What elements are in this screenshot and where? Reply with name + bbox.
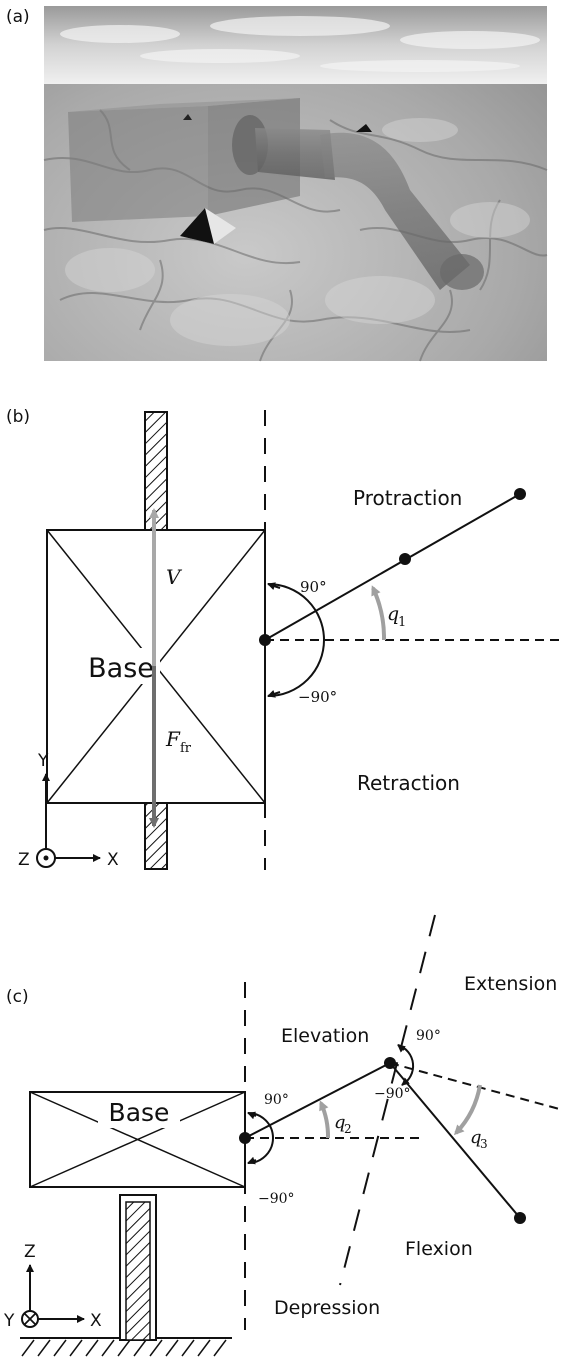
coordinate-axes-c bbox=[21, 1264, 85, 1328]
flexion-label: Flexion bbox=[405, 1238, 473, 1260]
q3-arc bbox=[453, 1084, 482, 1136]
support-post-hatch bbox=[125, 1201, 151, 1341]
base-label-b: Base bbox=[88, 653, 154, 684]
render-limb bbox=[232, 115, 484, 290]
elbow-joint-c bbox=[384, 1057, 396, 1069]
depression-label: Depression bbox=[274, 1297, 380, 1319]
q3-subscript: 3 bbox=[480, 1137, 488, 1151]
q3-label: q bbox=[470, 1127, 482, 1148]
forearm-segment-c bbox=[389, 1062, 521, 1219]
render-plates bbox=[65, 118, 530, 346]
q2-subscript: 2 bbox=[344, 1122, 352, 1136]
friction-subscript: fr bbox=[180, 741, 192, 756]
shoulder-arc-arrow-down bbox=[247, 1156, 257, 1165]
axis-z-label-b: Z bbox=[18, 850, 30, 870]
elbow-angle-pos: 90° bbox=[416, 1028, 441, 1044]
retraction-label: Retraction bbox=[357, 771, 460, 795]
arc-arrow-down-b bbox=[267, 689, 281, 698]
render-clouds bbox=[60, 16, 540, 72]
limb-tip-c bbox=[514, 1212, 526, 1224]
q1-label: q bbox=[387, 603, 399, 625]
extension-label: Extension bbox=[464, 973, 557, 995]
mid-joint-b bbox=[399, 553, 411, 565]
limb-tip-b bbox=[514, 488, 526, 500]
protraction-label: Protraction bbox=[353, 486, 462, 510]
reference-line-slanted-c bbox=[339, 914, 436, 1286]
base-label-c: Base bbox=[109, 1098, 170, 1127]
elbow-arc-arrow-down bbox=[401, 1077, 410, 1086]
joint-range-arc-b bbox=[267, 583, 325, 697]
axis-y-label-c: Y bbox=[3, 1311, 15, 1331]
q2-arc bbox=[319, 1100, 331, 1139]
shoulder-joint-b bbox=[259, 634, 271, 646]
axis-x-label-c: X bbox=[90, 1311, 102, 1331]
base-label-bg bbox=[82, 648, 160, 684]
velocity-label: V bbox=[166, 565, 183, 589]
panel-c-label: (c) bbox=[6, 987, 29, 1007]
elbow-range-arc bbox=[397, 1044, 415, 1086]
axis-z-label-c: Z bbox=[24, 1242, 36, 1262]
angle-neg-label-b: −90° bbox=[298, 688, 337, 706]
shoulder-range-arc bbox=[247, 1112, 274, 1164]
angle-pos-label-b: 90° bbox=[300, 578, 327, 596]
shoulder-angle-neg: −90° bbox=[258, 1191, 295, 1207]
panel-a-render bbox=[43, 6, 548, 362]
elbow-angle-neg: −90° bbox=[374, 1086, 411, 1102]
limb-segment-b bbox=[264, 493, 521, 641]
base-label-bg-c bbox=[98, 1096, 180, 1128]
axis-x-label-b: X bbox=[107, 850, 119, 870]
arc-arrow-up-b bbox=[267, 582, 281, 591]
shoulder-arc-arrow-up bbox=[247, 1111, 257, 1120]
coordinate-axes-b bbox=[36, 773, 101, 868]
panel-a-label: (a) bbox=[6, 7, 30, 27]
q2-label: q bbox=[334, 1112, 346, 1133]
upper-arm-segment-c bbox=[244, 1062, 391, 1139]
render-markers bbox=[180, 114, 372, 244]
q1-subscript: 1 bbox=[398, 615, 406, 630]
elevation-label: Elevation bbox=[281, 1025, 369, 1047]
shoulder-angle-pos: 90° bbox=[264, 1092, 289, 1108]
elbow-arc-arrow-up bbox=[397, 1044, 406, 1053]
friction-label: F bbox=[165, 727, 181, 751]
shoulder-joint-c bbox=[239, 1132, 251, 1144]
axis-y-label-b: Y bbox=[37, 751, 49, 771]
q1-arc bbox=[371, 585, 387, 641]
panel-b-label: (b) bbox=[6, 407, 30, 427]
